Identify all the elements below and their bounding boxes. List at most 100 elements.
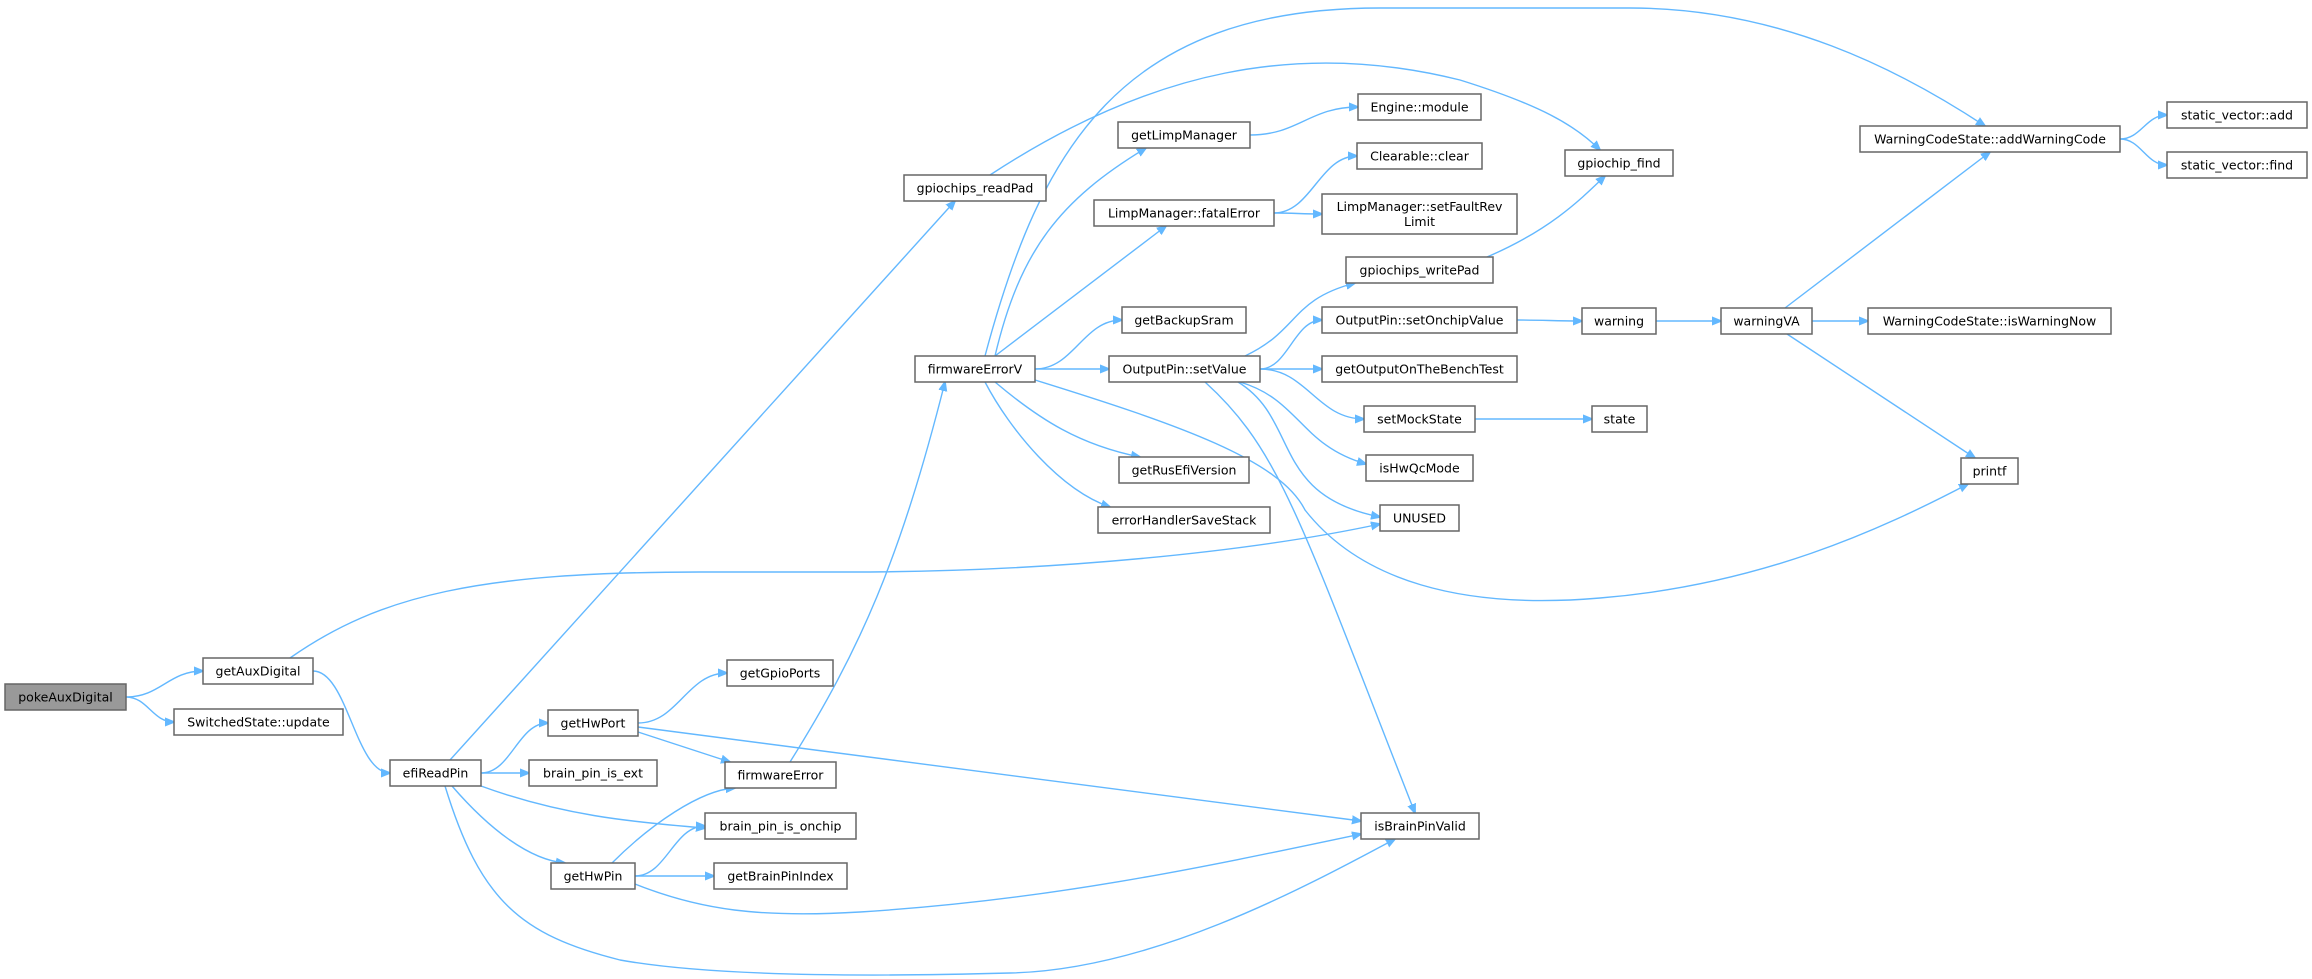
edge-efi-read-pin-to-get-hw-port [480, 723, 548, 774]
node-box [724, 761, 837, 789]
node-brain-pin-is-onchip[interactable]: brain_pin_is_onchip [704, 812, 857, 840]
node-label: LimpManager::fatalError [1108, 206, 1261, 221]
node-efi-read-pin[interactable]: efiReadPin [389, 759, 482, 787]
node-get-hw-pin[interactable]: getHwPin [550, 862, 636, 890]
node-label: warningVA [1733, 314, 1800, 329]
edge-limp-fatal-error-to-clearable-clear [1273, 156, 1357, 214]
edge-output-pin-set-onchip-value-to-warning [1516, 320, 1582, 321]
node-box [528, 759, 658, 787]
node-label: printf [1973, 464, 2007, 479]
edge-firmware-error-v-to-limp-fatal-error [994, 226, 1166, 357]
node-box [903, 174, 1047, 202]
node-state[interactable]: state [1591, 405, 1648, 433]
node-label: WarningCodeState::addWarningCode [1874, 132, 2106, 147]
node-box [202, 657, 314, 685]
node-get-gpio-ports[interactable]: getGpioPorts [726, 659, 834, 687]
node-get-aux-digital[interactable]: getAuxDigital [202, 657, 314, 685]
edge-firmware-error-v-to-get-backup-sram [1034, 320, 1122, 370]
node-label: getHwPin [564, 869, 623, 884]
node-label: getAuxDigital [216, 664, 301, 679]
node-brain-pin-is-ext[interactable]: brain_pin_is_ext [528, 759, 658, 787]
edge-warning-va-to-add-warning-code [1784, 152, 1990, 309]
node-poke-aux-digital[interactable]: pokeAuxDigital [4, 683, 127, 711]
node-get-brain-pin-index[interactable]: getBrainPinIndex [713, 862, 848, 890]
node-label: getGpioPorts [740, 666, 821, 681]
node-label: static_vector::add [2181, 108, 2293, 123]
node-firmware-error-v[interactable]: firmwareErrorV [914, 355, 1036, 383]
node-label: firmwareErrorV [928, 362, 1023, 377]
edge-gpiochips-write-pad-to-gpiochip-find [1486, 176, 1605, 258]
edge-get-hw-port-to-firmware-error [637, 731, 730, 762]
node-label: setMockState [1377, 412, 1462, 427]
node-box [2166, 151, 2308, 179]
node-get-limp-manager[interactable]: getLimpManager [1117, 121, 1251, 149]
edge-get-aux-digital-to-unused [289, 524, 1380, 659]
edge-efi-read-pin-to-gpiochips-read-pad [449, 201, 955, 761]
node-unused[interactable]: UNUSED [1379, 504, 1460, 532]
edge-firmware-error-v-to-add-warning-code [984, 7, 1985, 357]
node-label: state [1604, 412, 1636, 427]
node-set-mock-state[interactable]: setMockState [1363, 405, 1476, 433]
node-get-rus-efi-version[interactable]: getRusEfiVersion [1118, 456, 1250, 484]
node-get-hw-port[interactable]: getHwPort [547, 709, 639, 737]
node-box [1321, 306, 1518, 334]
node-label: getBrainPinIndex [727, 869, 833, 884]
edge-output-pin-set-value-to-is-brain-pin-valid [1204, 381, 1415, 813]
node-is-hw-qc-mode[interactable]: isHwQcMode [1365, 454, 1474, 482]
node-warning-va[interactable]: warningVA [1720, 307, 1813, 335]
node-label: isHwQcMode [1379, 461, 1460, 476]
node-printf[interactable]: printf [1960, 457, 2019, 485]
node-get-backup-sram[interactable]: getBackupSram [1121, 306, 1247, 334]
node-box [173, 708, 344, 736]
node-box [1591, 405, 1648, 433]
node-gpiochip-find[interactable]: gpiochip_find [1564, 149, 1674, 177]
node-label: brain_pin_is_onchip [720, 819, 842, 834]
node-static-vector-add[interactable]: static_vector::add [2166, 101, 2308, 129]
node-box [1321, 355, 1518, 383]
node-is-warning-now[interactable]: WarningCodeState::isWarningNow [1867, 307, 2112, 335]
edges-layer [125, 7, 2167, 976]
node-box [4, 683, 127, 711]
node-switched-state-update[interactable]: SwitchedState::update [173, 708, 344, 736]
node-box [1108, 355, 1261, 383]
node-box [547, 709, 639, 737]
node-box [1121, 306, 1247, 334]
node-warning[interactable]: warning [1581, 307, 1657, 335]
node-gpiochips-read-pad[interactable]: gpiochips_readPad [903, 174, 1047, 202]
node-label: gpiochip_find [1577, 156, 1660, 171]
node-box [1720, 307, 1813, 335]
node-add-warning-code[interactable]: WarningCodeState::addWarningCode [1859, 125, 2121, 153]
node-output-pin-set-value[interactable]: OutputPin::setValue [1108, 355, 1261, 383]
node-clearable-clear[interactable]: Clearable::clear [1356, 142, 1483, 170]
node-label: gpiochips_readPad [917, 181, 1034, 196]
node-output-pin-set-onchip-value[interactable]: OutputPin::setOnchipValue [1321, 306, 1518, 334]
edge-output-pin-set-value-to-gpiochips-write-pad [1244, 283, 1355, 357]
node-gpiochips-write-pad[interactable]: gpiochips_writePad [1345, 256, 1494, 284]
edge-poke-aux-digital-to-get-aux-digital [125, 671, 203, 698]
node-label: getHwPort [561, 716, 626, 731]
edge-firmware-error-to-firmware-error-v [789, 382, 945, 763]
node-firmware-error[interactable]: firmwareError [724, 761, 837, 789]
node-box [550, 862, 636, 890]
node-label: pokeAuxDigital [18, 690, 112, 705]
edge-firmware-error-v-to-get-rus-efi-version [994, 381, 1140, 457]
node-error-handler-save-stack[interactable]: errorHandlerSaveStack [1097, 506, 1271, 534]
node-label: OutputPin::setOnchipValue [1336, 313, 1504, 328]
node-limp-fatal-error[interactable]: LimpManager::fatalError [1093, 199, 1275, 227]
node-static-vector-find[interactable]: static_vector::find [2166, 151, 2308, 179]
node-box [1564, 149, 1674, 177]
node-label: warning [1594, 314, 1644, 329]
node-label: brain_pin_is_ext [543, 766, 643, 781]
node-box [713, 862, 848, 890]
node-box [1581, 307, 1657, 335]
node-box [1365, 454, 1474, 482]
node-box [1321, 193, 1518, 235]
node-is-brain-pin-valid[interactable]: isBrainPinValid [1360, 812, 1480, 840]
node-label: static_vector::find [2181, 158, 2293, 173]
node-get-output-on-the-bench-test[interactable]: getOutputOnTheBenchTest [1321, 355, 1518, 383]
edge-firmware-error-v-to-get-limp-manager [994, 148, 1146, 357]
node-engine-module[interactable]: Engine::module [1357, 93, 1482, 121]
edge-add-warning-code-to-static-vector-add [2119, 115, 2167, 140]
edge-get-hw-port-to-is-brain-pin-valid [637, 726, 1361, 821]
